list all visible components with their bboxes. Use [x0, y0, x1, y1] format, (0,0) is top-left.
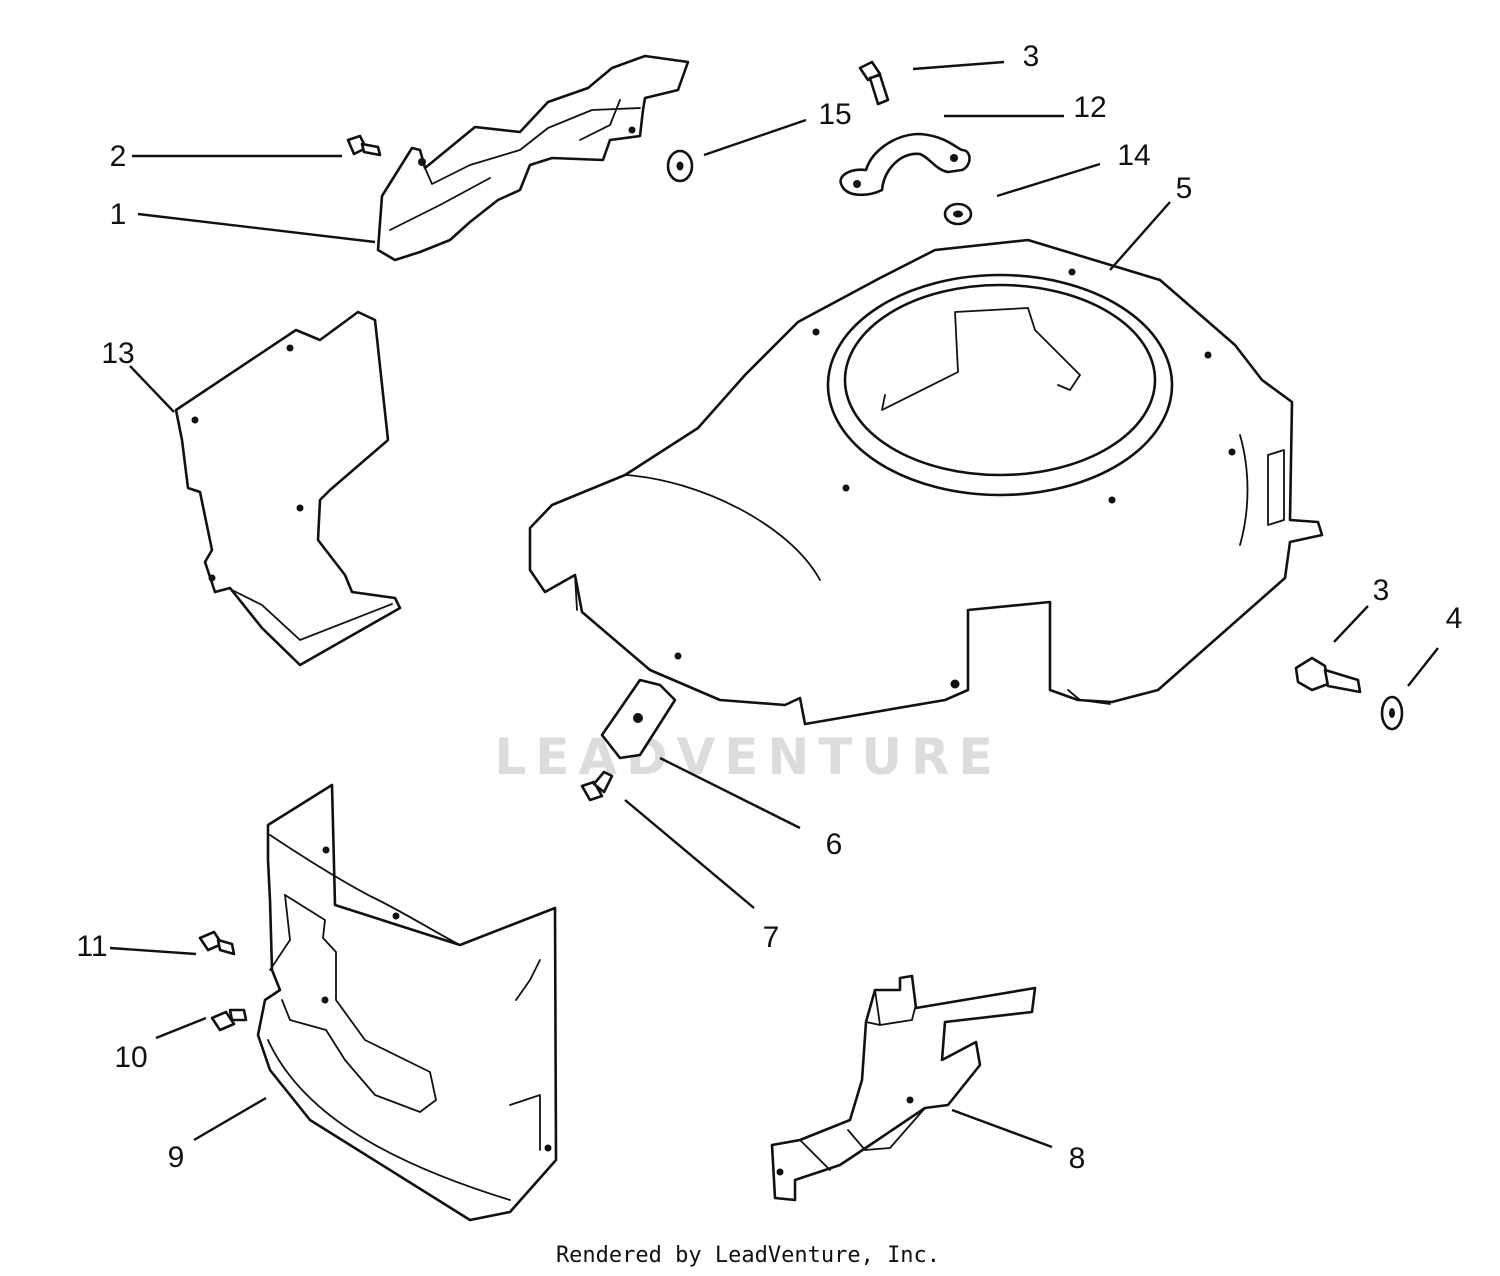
- callout-13: 13: [101, 337, 134, 370]
- part-1-bracket: [376, 54, 690, 262]
- watermark-text: LEADVENTURE: [494, 728, 1001, 786]
- part-13-side-baffle: [174, 310, 402, 667]
- part-9-lower-shroud: [256, 783, 558, 1222]
- part-10-bolt: [210, 1008, 248, 1032]
- part-6-retainer-clip: [600, 678, 677, 760]
- part-8-lower-bracket: [770, 974, 1037, 1202]
- callout-4: 4: [1446, 602, 1463, 635]
- callout-6: 6: [826, 828, 843, 861]
- part-4-washer: [1380, 695, 1404, 731]
- callout-3-top: 3: [1023, 40, 1040, 73]
- leader-lines: [109, 60, 1439, 1149]
- callout-2: 2: [110, 140, 127, 173]
- callout-9: 9: [168, 1141, 185, 1174]
- callout-3-right: 3: [1373, 574, 1390, 607]
- callout-5: 5: [1176, 172, 1193, 205]
- part-11-bolt: [198, 930, 236, 956]
- part-14-washer: [943, 202, 973, 226]
- callout-labels: 1 2 3 3 4 5 6 7 8 9 10 11 12 13 14 15: [76, 40, 1462, 1175]
- part-3-bolt-right: [1294, 656, 1362, 694]
- callout-14: 14: [1117, 139, 1150, 172]
- part-3-bolt-top: [858, 60, 890, 106]
- callout-7: 7: [763, 921, 780, 954]
- footer-credit: Rendered by LeadVenture, Inc.: [556, 1243, 940, 1268]
- part-2-bolt: [346, 134, 382, 157]
- callout-15: 15: [818, 98, 851, 131]
- part-15-washer: [666, 149, 694, 183]
- callout-1: 1: [110, 198, 127, 231]
- callout-10: 10: [114, 1041, 147, 1074]
- callout-12: 12: [1073, 91, 1106, 124]
- part-7-screw: [580, 770, 614, 802]
- callout-11: 11: [76, 930, 107, 963]
- part-12-clamp: [839, 132, 971, 197]
- part-5-blower-housing: [528, 238, 1324, 726]
- callout-8: 8: [1069, 1142, 1086, 1175]
